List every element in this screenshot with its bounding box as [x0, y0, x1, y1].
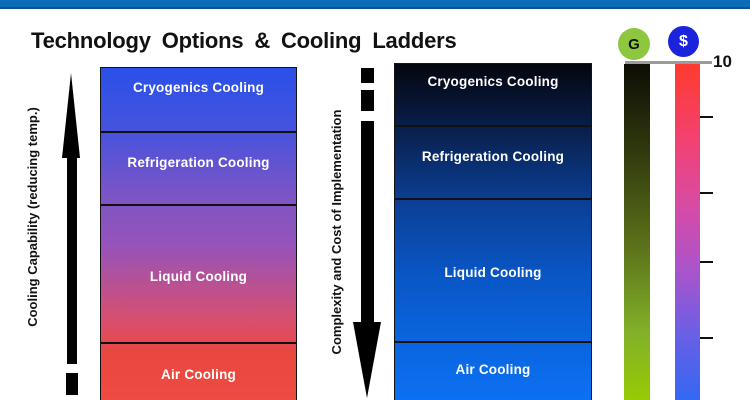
green-badge-label: G: [628, 35, 640, 53]
scale-max-value: 10: [713, 52, 732, 71]
green-gradient-bar: [624, 64, 650, 400]
ladder-segment: Liquid Cooling: [101, 204, 296, 342]
segment-label: Liquid Cooling: [444, 265, 542, 280]
left-axis-label: Cooling Capability (reducing temp.): [25, 107, 40, 327]
green-badge-icon: G: [618, 28, 650, 60]
dollar-badge-icon: $: [668, 26, 699, 57]
cost-gradient-bar: [675, 64, 700, 400]
ladder-segment: Cryogenics Cooling: [101, 68, 296, 131]
cooling-capability-ladder: Cryogenics Cooling Refrigeration Cooling…: [100, 67, 297, 400]
down-arrow-shaft: [360, 121, 374, 323]
segment-label: Air Cooling: [455, 362, 531, 377]
ladder-segment: Cryogenics Cooling: [395, 64, 591, 125]
segment-label: Cryogenics Cooling: [132, 80, 265, 95]
up-arrow-head: [62, 73, 80, 158]
ladder-segment: Refrigeration Cooling: [395, 125, 591, 198]
scale-tick: [700, 337, 713, 339]
ladder-segment: Air Cooling: [101, 342, 296, 400]
scale-tick: [700, 116, 713, 118]
complexity-cost-ladder: Cryogenics Cooling Refrigeration Cooling…: [394, 63, 592, 400]
top-banner: [0, 0, 750, 9]
page-title: Technology Options & Cooling Ladders: [31, 28, 457, 53]
ladder-segment: Air Cooling: [395, 341, 591, 400]
down-arrow-dash: [360, 90, 374, 111]
down-arrow-head: [353, 322, 381, 398]
segment-label: Air Cooling: [161, 367, 236, 382]
ladder-segment: Refrigeration Cooling: [101, 131, 296, 204]
ladder-segment: Liquid Cooling: [395, 198, 591, 341]
up-arrow-dash: [65, 373, 78, 395]
dollar-badge-label: $: [679, 32, 688, 50]
segment-label: Refrigeration Cooling: [421, 149, 565, 164]
scale-tick: [700, 261, 713, 263]
segment-label: Cryogenics Cooling: [427, 74, 559, 89]
up-arrow-shaft: [66, 156, 77, 364]
down-arrow-dash: [360, 68, 374, 83]
segment-label: Liquid Cooling: [149, 269, 248, 284]
scale-top-line: [625, 61, 712, 64]
segment-label: Refrigeration Cooling: [127, 155, 270, 170]
right-axis-label: Complexity and Cost of Implementation: [329, 109, 344, 355]
scale-tick: [700, 192, 713, 194]
